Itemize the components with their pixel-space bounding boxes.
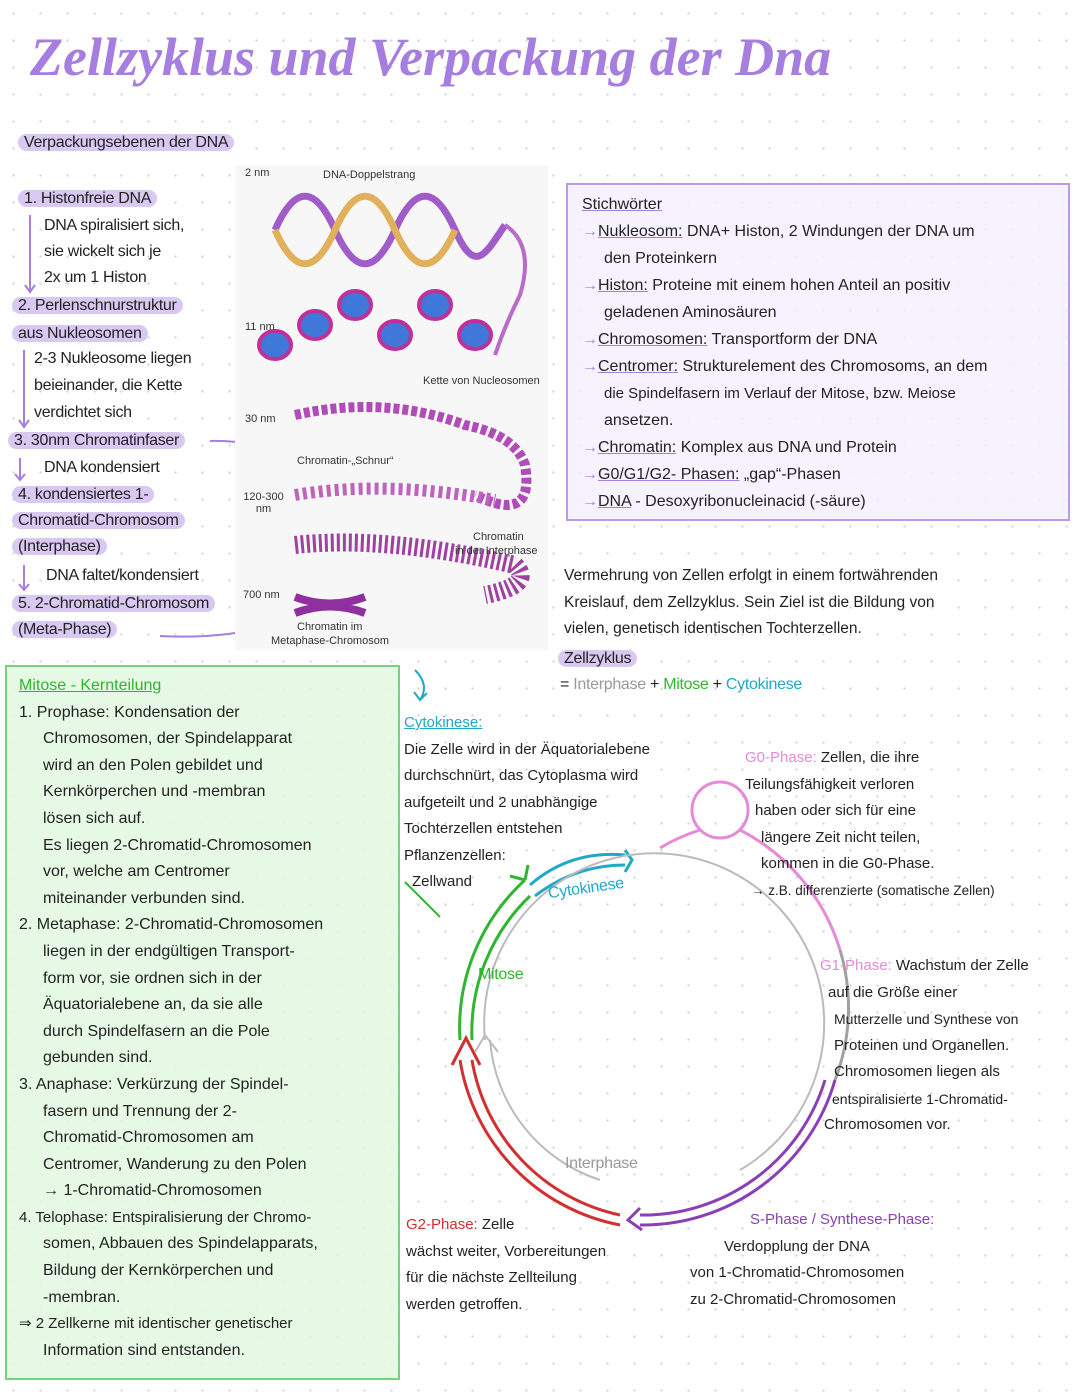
glossary-item: →Chromatin: Komplex aus DNA und Protein — [582, 439, 897, 456]
step-5: (Meta-Phase) — [12, 621, 118, 638]
mitosis-line: Information sind entstanden. — [43, 1341, 245, 1359]
cell-cycle-diagram — [404, 669, 850, 1232]
glossary-item: →Centromer: Strukturelement des Chromoso… — [582, 358, 988, 375]
glossary-item: →Histon: Proteine mit einem hohen Anteil… — [582, 277, 951, 294]
cycle-label-interphase: Interphase — [565, 1155, 638, 1172]
glossary-item: →Nukleosom: DNA+ Histon, 2 Windungen der… — [582, 223, 975, 240]
g0-note: G0-Phase: Zellen, die ihre Teilungsfähig… — [745, 749, 995, 898]
dna-packaging-illustration — [257, 193, 532, 617]
step-1: 1. Histonfreie DNA — [18, 190, 158, 207]
mitosis-line: lösen sich auf. — [43, 809, 146, 827]
mitosis-line: Kernkörperchen und -membran — [43, 783, 266, 801]
mitosis-arc — [458, 878, 527, 1041]
mitosis-line: Chromosomen, der Spindelapparat — [43, 730, 293, 748]
cycle-formula: = Interphase + Mitose + Cytokinese — [560, 676, 803, 693]
mitosis-line: miteinander verbunden sind. — [43, 889, 245, 907]
label-interphase-chromatin: Chromatin — [473, 531, 524, 543]
label-30nm: 30 nm — [245, 413, 276, 425]
cycle-heading: Zellzyklus — [558, 650, 638, 667]
mitosis-line: liegen in der endgültigen Transport- — [43, 942, 295, 960]
glossary-item-cont: geladenen Aminosäuren — [604, 304, 777, 321]
label-nucleosome-chain: Kette von Nucleosomen — [423, 375, 540, 387]
packaging-heading: Verpackungsebenen der DNA — [18, 134, 235, 152]
cytokinese-note: Cytokinese: Die Zelle wird in der Äquato… — [404, 714, 650, 890]
label-2nm: 2 nm — [245, 167, 270, 179]
dna-packaging-figure: 2 nm DNA-Doppelstrang 11 nm Kette von Nu… — [235, 165, 548, 650]
mitosis-line: somen, Abbauen des Spindelapparats, — [43, 1235, 318, 1253]
mitosis-line: vor, welche am Centromer — [43, 863, 230, 881]
step-2-note: verdichtet sich — [34, 404, 132, 421]
step-3-note: DNA kondensiert — [44, 459, 160, 476]
step-1-note: DNA spiralisiert sich, — [44, 217, 185, 234]
s-arc — [639, 1079, 837, 1227]
mitosis-line: durch Spindelfasern an die Pole — [43, 1022, 270, 1040]
mitosis-line: → 1-Chromatid-Chromosomen — [43, 1182, 262, 1200]
step-2: 2. Perlenschnurstruktur — [12, 297, 183, 314]
mitosis-line: fasern und Trennung der 2- — [43, 1102, 237, 1120]
cycle-label-mitose: Mitose — [478, 966, 524, 983]
step-2-note: 2-3 Nukleosome liegen — [34, 350, 192, 367]
glossary-item: →G0/G1/G2- Phasen: „gap“-Phasen — [582, 466, 841, 483]
glossary-item-cont: den Proteinkern — [604, 250, 717, 267]
mitosis-line: wird an den Polen gebildet und — [43, 756, 263, 774]
mitosis-line: 2. Metaphase: 2-Chromatid-Chromosomen — [19, 916, 324, 934]
step-3: 3. 30nm Chromatinfaser — [8, 432, 186, 449]
mitosis-line: 1. Prophase: Kondensation der — [19, 703, 240, 721]
glossary-item: →Chromosomen: Transportform der DNA — [582, 331, 878, 348]
label-700nm: 700 nm — [243, 589, 280, 601]
mitosis-line: 3. Anaphase: Verkürzung der Spindel- — [19, 1075, 289, 1093]
glossary-heading: Stichwörter — [582, 196, 663, 213]
mitosis-line: gebunden sind. — [43, 1049, 153, 1067]
mitosis-line: form vor, sie ordnen sich in der — [43, 969, 262, 987]
page-title: Zellzyklus und Verpackung der Dna — [30, 27, 832, 87]
mitosis-line: Centromer, Wanderung zu den Polen — [43, 1155, 307, 1173]
label-metaphase: Chromatin im — [297, 621, 363, 633]
mitosis-box: Mitose - Kernteilung 1. Prophase: Konden… — [5, 665, 400, 1380]
step-4-note: DNA faltet/kondensiert — [46, 567, 199, 584]
mitosis-line: ⇒ 2 Zellkerne mit identischer genetische… — [19, 1315, 293, 1333]
step-4: 4. kondensiertes 1- — [12, 486, 155, 503]
mitosis-heading: Mitose - Kernteilung — [19, 677, 162, 694]
mitosis-line: Es liegen 2-Chromatid-Chromosomen — [43, 836, 312, 854]
cytokinesis-arc — [529, 852, 626, 887]
mitosis-line: Bildung der Kernkörperchen und — [43, 1262, 274, 1280]
mitosis-line: 4. Telophase: Entspiralisierung der Chro… — [19, 1208, 312, 1226]
g2-arc — [458, 1059, 621, 1227]
step-2: aus Nukleosomen — [12, 325, 148, 342]
glossary-item: →DNA - Desoxyribonucleinacid (-säure) — [582, 493, 866, 510]
step-1-note: sie wickelt sich je — [44, 243, 162, 260]
g1-arc — [739, 828, 842, 951]
label-11nm: 11 nm — [245, 321, 275, 333]
s-phase-note: S-Phase / Synthese-Phase: Verdopplung de… — [690, 1211, 935, 1308]
step-1-note: 2x um 1 Histon — [44, 269, 147, 286]
mitosis-line: Chromatid-Chromosomen am — [43, 1129, 254, 1147]
g1-note: G1-Phase: Wachstum der Zelle auf die Grö… — [820, 957, 1029, 1133]
label-interphase-chromatin: in der Interphase — [455, 545, 538, 557]
mitosis-line: -membran. — [43, 1288, 121, 1306]
glossary-box: Stichwörter →Nukleosom: DNA+ Histon, 2 W… — [566, 183, 1070, 521]
intro-text: Vermehrung von Zellen erfolgt in einem f… — [564, 567, 938, 637]
glossary-item-cont: ansetzen. — [604, 412, 674, 429]
mitosis-line: Äquatorialebene an, da sie alle — [43, 996, 263, 1014]
label-chromatin-cord: Chromatin-„Schnur“ — [297, 455, 394, 467]
step-2-note: beieinander, die Kette — [34, 377, 183, 394]
step-4: Chromatid-Chromosom — [12, 512, 185, 529]
glossary-item-cont: die Spindelfasern im Verlauf der Mitose,… — [604, 385, 956, 402]
label-120-300nm: 120-300 nm — [243, 491, 284, 515]
label-metaphase: Metaphase-Chromosom — [271, 635, 389, 647]
step-5: 5. 2-Chromatid-Chromosom — [12, 595, 216, 612]
packaging-heading-text: Verpackungsebenen der DNA — [18, 134, 235, 151]
g2-note: G2-Phase: Zelle wächst weiter, Vorbereit… — [406, 1216, 607, 1313]
label-dna-strand: DNA-Doppelstrang — [323, 169, 416, 181]
step-4: (Interphase) — [12, 538, 107, 555]
